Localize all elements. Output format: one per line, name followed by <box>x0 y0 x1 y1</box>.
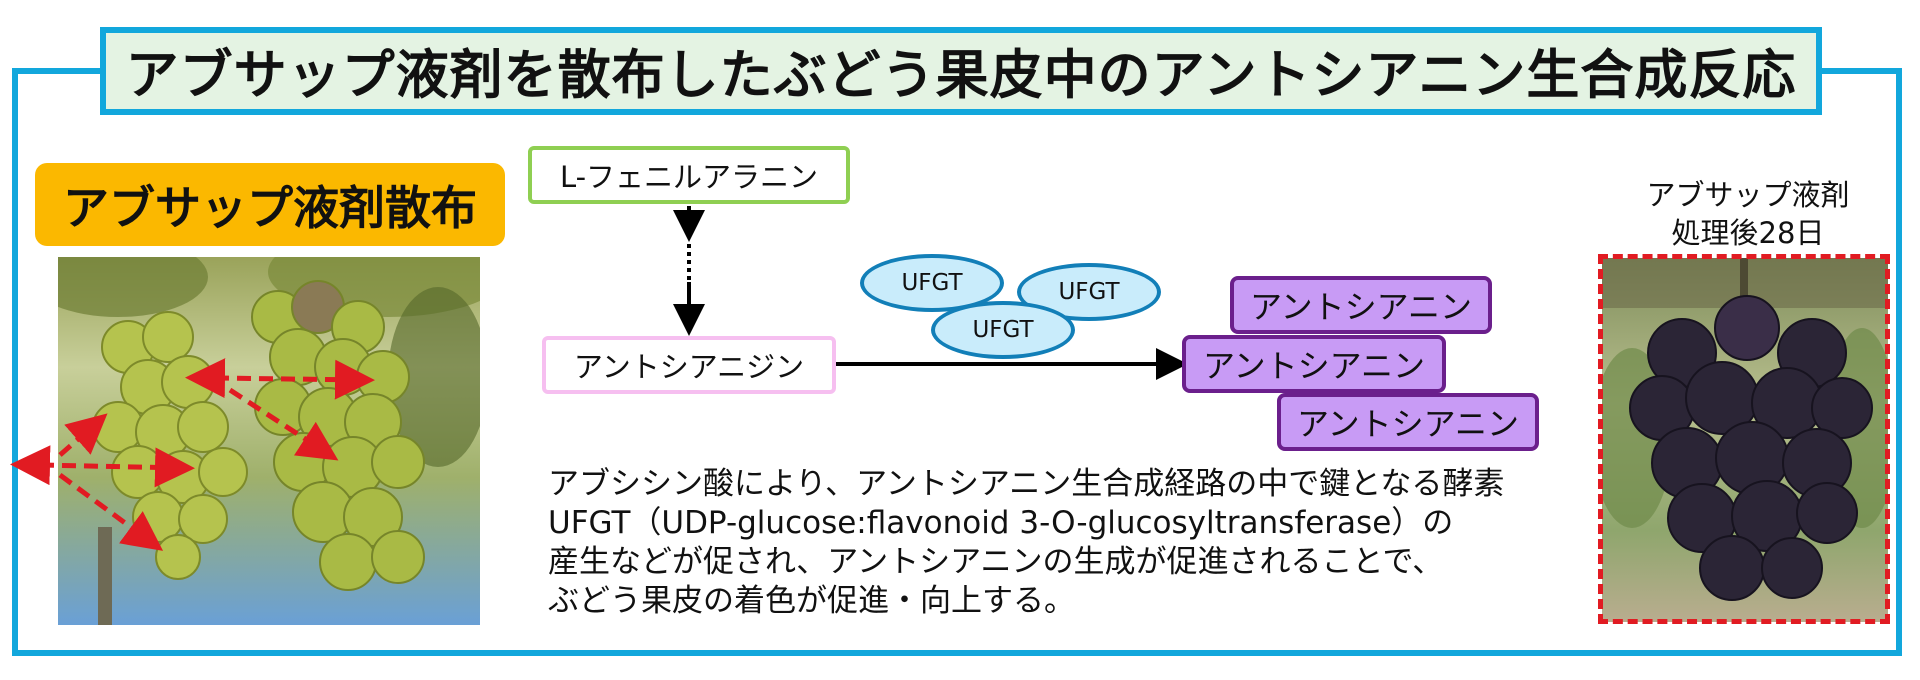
enzyme-ufgt-2: UFGT <box>1017 263 1161 321</box>
product-anthocyanin-1: アントシアニン <box>1230 276 1492 334</box>
spray-arrow-up-left <box>58 413 108 457</box>
enzyme-ufgt-3: UFGT <box>931 301 1075 359</box>
enzyme-label: UFGT <box>1058 279 1120 305</box>
spray-label-text: アブサップ液剤散布 <box>63 180 477 235</box>
product-label: アントシアニン <box>1296 405 1520 443</box>
description-line-4: ぶどう果皮の着色が促進・向上する。 <box>548 583 1075 619</box>
dark-grape-cluster <box>1629 295 1873 601</box>
description-line-1: アブシシン酸により、アントシアニン生合成経路の中で鍵となる酵素 <box>548 466 1505 502</box>
enzyme-label: UFGT <box>972 317 1034 343</box>
description-line-2: UFGT（UDP-glucose:flavonoid 3-O-glucosylt… <box>548 505 1454 541</box>
product-label: アントシアニン <box>1202 347 1426 385</box>
spray-arrow-down-right <box>228 387 339 461</box>
after-caption-line1: アブサップ液剤 <box>1646 178 1850 212</box>
green-grape-photo <box>58 257 480 625</box>
product-anthocyanin-3: アントシアニン <box>1277 393 1539 451</box>
page-title: アブサップ液剤を散布したぶどう果皮中のアントシアニン生合成反応 <box>125 45 1797 106</box>
after-treatment-caption: アブサップ液剤 処理後28日 <box>1600 176 1896 252</box>
product-anthocyanin-2: アントシアニン <box>1182 335 1446 393</box>
highlight-dashed-border <box>1598 254 1890 624</box>
spray-label: アブサップ液剤散布 <box>35 163 505 246</box>
after-caption-line2: 処理後28日 <box>1671 216 1825 250</box>
enzyme-label: UFGT <box>901 270 963 296</box>
intermediate-label: アントシアニジン <box>573 350 805 384</box>
description-line-3: 産生などが促され、アントシアニンの生成が促進されることで、 <box>548 544 1444 580</box>
product-label: アントシアニン <box>1249 288 1473 326</box>
spray-arrow-horizontal-right <box>185 358 375 400</box>
purple-grape-photo <box>1602 258 1888 622</box>
description-text: アブシシン酸により、アントシアニン生合成経路の中で鍵となる酵素 UFGT（UDP… <box>548 465 1558 621</box>
intermediate-box: アントシアニジン <box>542 336 836 394</box>
spray-arrow-down-left <box>58 472 164 551</box>
spray-arrow-horizontal-left <box>10 445 195 488</box>
substrate-box: L-フェニルアラニン <box>528 146 850 204</box>
substrate-label: L-フェニルアラニン <box>559 160 819 194</box>
title-banner: アブサップ液剤を散布したぶどう果皮中のアントシアニン生合成反応 <box>100 27 1822 115</box>
